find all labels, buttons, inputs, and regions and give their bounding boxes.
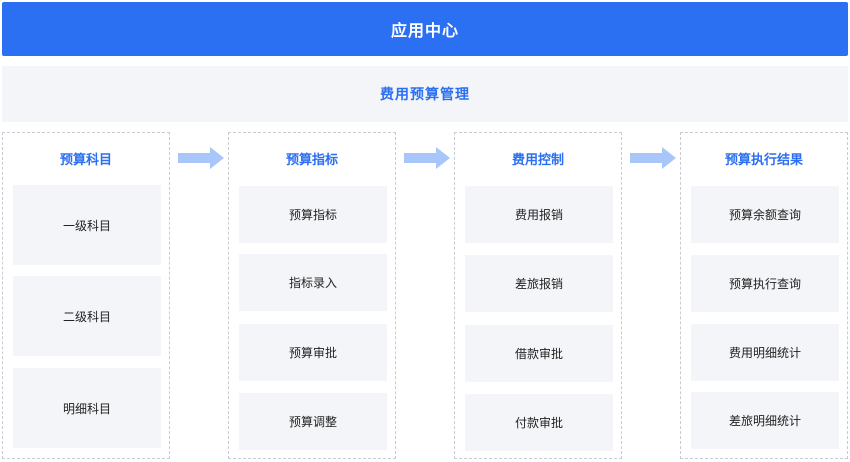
column-budget-subjects: 预算科目 一级科目 二级科目 明细科目: [2, 132, 170, 459]
column-title: 预算执行结果: [724, 153, 803, 168]
column-expense-control: 费用控制 费用报销 差旅报销 借款审批 付款审批: [454, 132, 622, 459]
right-arrow-icon: [630, 147, 676, 169]
card-item[interactable]: 费用报销: [465, 186, 613, 243]
card-item[interactable]: 预算执行查询: [691, 255, 839, 312]
right-arrow-icon: [404, 147, 450, 169]
card-item[interactable]: 二级科目: [13, 276, 161, 356]
card-item[interactable]: 预算余额查询: [691, 186, 839, 243]
budget-management-banner: 费用预算管理: [2, 66, 848, 122]
budget-management-title: 费用预算管理: [380, 87, 470, 103]
card-item[interactable]: 借款审批: [465, 325, 613, 382]
column-title: 预算指标: [285, 153, 338, 168]
app-center-title: 应用中心: [390, 21, 459, 40]
column-budget-execution-results: 预算执行结果 预算余额查询 预算执行查询 费用明细统计 差旅明细统计: [680, 132, 848, 459]
card-item[interactable]: 差旅报销: [465, 255, 613, 312]
card-item[interactable]: 费用明细统计: [691, 324, 839, 381]
right-arrow-icon: [178, 147, 224, 169]
column-budget-indicators: 预算指标 预算指标 指标录入 预算审批 预算调整: [228, 132, 396, 459]
card-item[interactable]: 差旅明细统计: [691, 392, 839, 449]
card-item[interactable]: 明细科目: [13, 368, 161, 448]
card-item[interactable]: 指标录入: [239, 254, 387, 311]
card-item[interactable]: 预算审批: [239, 324, 387, 381]
card-item[interactable]: 预算调整: [239, 393, 387, 450]
card-item[interactable]: 付款审批: [465, 394, 613, 451]
column-title: 预算科目: [59, 153, 112, 168]
card-item[interactable]: 预算指标: [239, 186, 387, 243]
column-title: 费用控制: [511, 153, 564, 168]
card-item[interactable]: 一级科目: [13, 185, 161, 265]
app-center-header: 应用中心: [2, 2, 848, 56]
